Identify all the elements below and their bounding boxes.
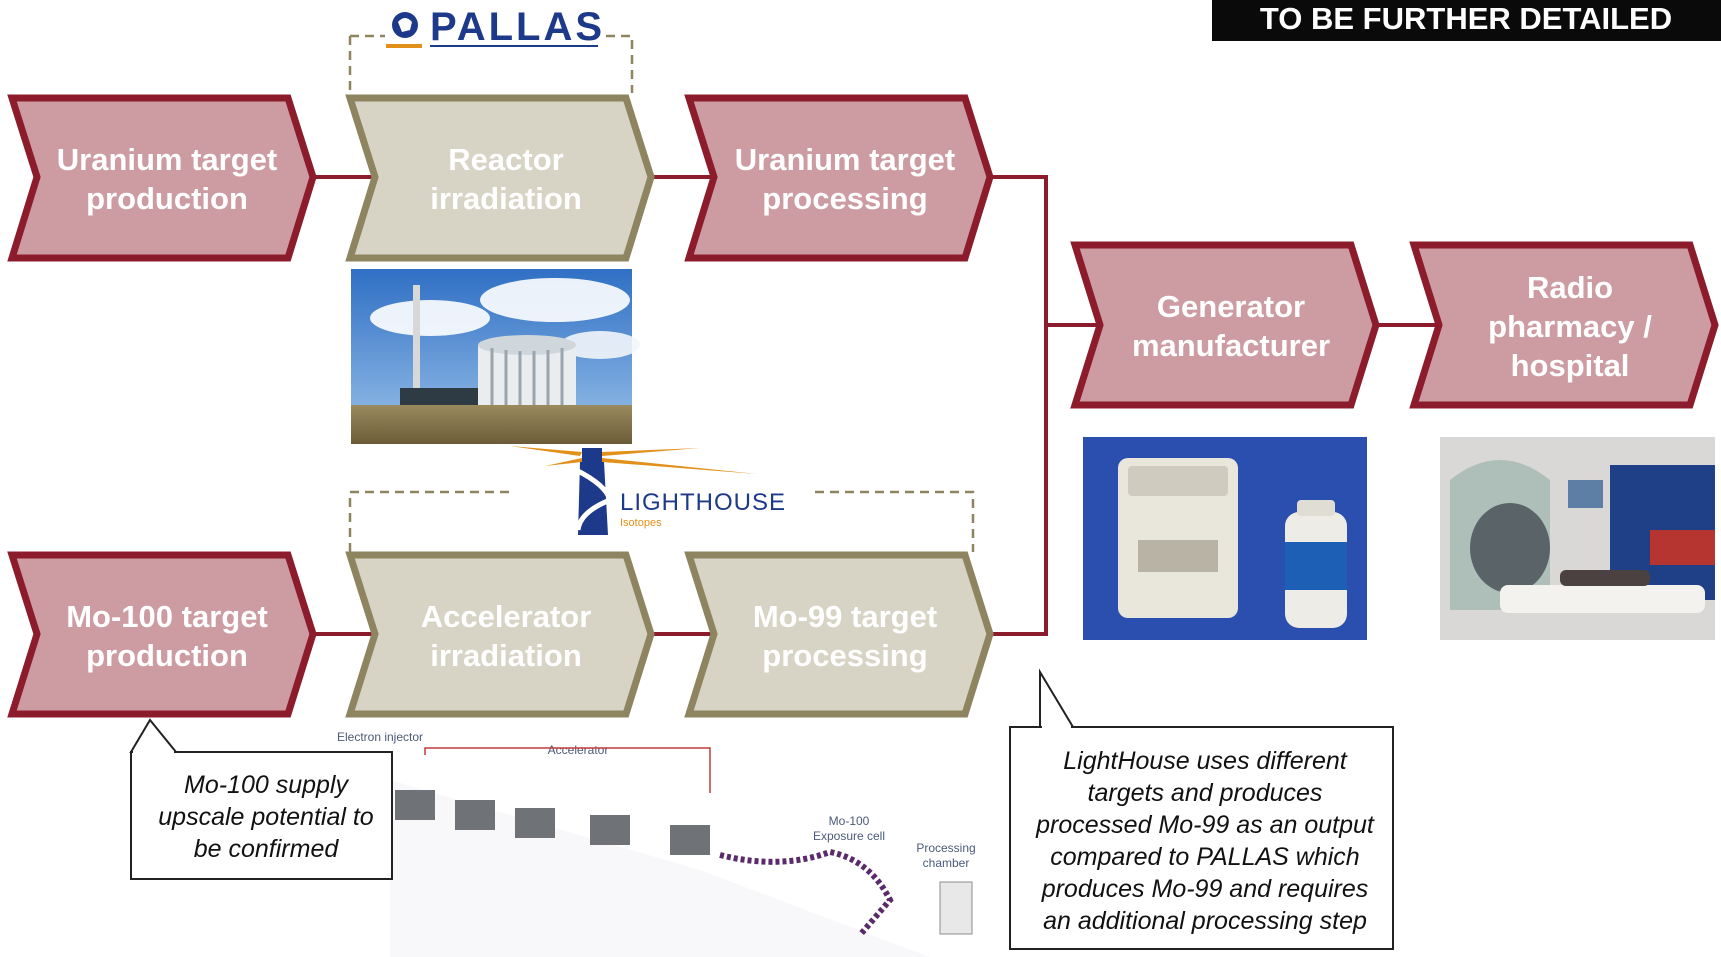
step-label-line: Generator — [1157, 289, 1305, 324]
hospital-photo — [1440, 437, 1715, 640]
pallas-wordmark: PALLAS — [430, 5, 605, 49]
callout-line: targets and produces — [1088, 779, 1323, 807]
callout-line: Mo-100 supply — [184, 771, 349, 799]
processing-chamber-label: chamber — [923, 856, 970, 870]
lighthouse-icon — [510, 446, 757, 535]
accelerator-schematic: Electron injector Accelerator Mo-100 Exp… — [337, 730, 976, 957]
banner-text: TO BE FURTHER DETAILED — [1260, 1, 1672, 36]
connectors — [315, 175, 1438, 636]
svg-text:Electron injector: Electron injector — [337, 730, 423, 744]
generator-photo — [1083, 437, 1367, 640]
step-label-line: production — [86, 638, 248, 673]
pallas-logo: PALLAS — [386, 5, 605, 49]
step-label-line: manufacturer — [1132, 328, 1330, 363]
electron-injector-label: Electron injector — [337, 730, 423, 744]
step-label-line: processing — [762, 181, 927, 216]
processing-chamber-icon — [939, 881, 973, 935]
reactor-photo — [351, 269, 640, 444]
step-label-line: Mo-99 target — [753, 599, 937, 634]
step-label-line: pharmacy / — [1488, 309, 1652, 344]
step-accelerator-irradiation: Accelerator irradiation — [345, 551, 655, 718]
processing-chamber-label: Processing — [916, 841, 975, 855]
exposure-cell-label: Exposure cell — [813, 829, 885, 843]
step-label-line: Uranium target — [57, 142, 277, 177]
to-be-further-detailed-banner: TO BE FURTHER DETAILED — [1212, 0, 1721, 41]
callout-line: processed Mo-99 as an output — [1035, 811, 1375, 839]
exposure-cell-label: Mo-100 — [829, 814, 870, 828]
step-label-line: Accelerator — [421, 599, 592, 634]
step-generator-manufacturer: Generator manufacturer — [1070, 241, 1380, 409]
accelerator-label: Accelerator — [548, 743, 609, 757]
pallas-bracket — [348, 34, 634, 93]
lighthouse-subtitle: Isotopes — [620, 517, 662, 529]
callout-mo100-supply: Mo-100 supply upscale potential to be co… — [129, 718, 393, 880]
callout-line: produces Mo-99 and requires — [1041, 875, 1369, 903]
lighthouse-logo: LIGHTHOUSE Isotopes — [510, 446, 786, 535]
step-uranium-target-production: Uranium target production — [7, 94, 317, 262]
lighthouse-wordmark: LIGHTHOUSE — [620, 489, 786, 516]
lighthouse-bracket — [348, 490, 975, 552]
step-label-line: Radio — [1527, 270, 1613, 305]
callout-line: an additional processing step — [1043, 907, 1367, 935]
step-mo100-target-production: Mo-100 target production — [7, 551, 317, 718]
pallas-head-icon — [392, 12, 418, 38]
accelerator-module-icon — [395, 790, 710, 855]
step-label-line: irradiation — [430, 181, 582, 216]
step-label-line: production — [86, 181, 248, 216]
step-uranium-target-processing: Uranium target processing — [684, 94, 994, 262]
step-label-line: Mo-100 target — [66, 599, 268, 634]
step-reactor-irradiation: Reactor irradiation — [345, 94, 655, 262]
step-label-line: Uranium target — [735, 142, 955, 177]
step-label-line: irradiation — [430, 638, 582, 673]
callout-line: compared to PALLAS which — [1050, 843, 1359, 871]
callout-line: upscale potential to — [158, 803, 374, 831]
step-label-line: Reactor — [448, 142, 563, 177]
step-label-line: hospital — [1511, 348, 1630, 383]
step-radio-pharmacy-hospital: Radio pharmacy / hospital — [1409, 241, 1719, 409]
callout-line: be confirmed — [194, 835, 340, 863]
callout-line: LightHouse uses different — [1063, 747, 1348, 775]
step-label-line: processing — [762, 638, 927, 673]
callout-lighthouse-note: LightHouse uses different targets and pr… — [1009, 668, 1394, 950]
step-mo99-target-processing: Mo-99 target processing — [684, 551, 994, 718]
